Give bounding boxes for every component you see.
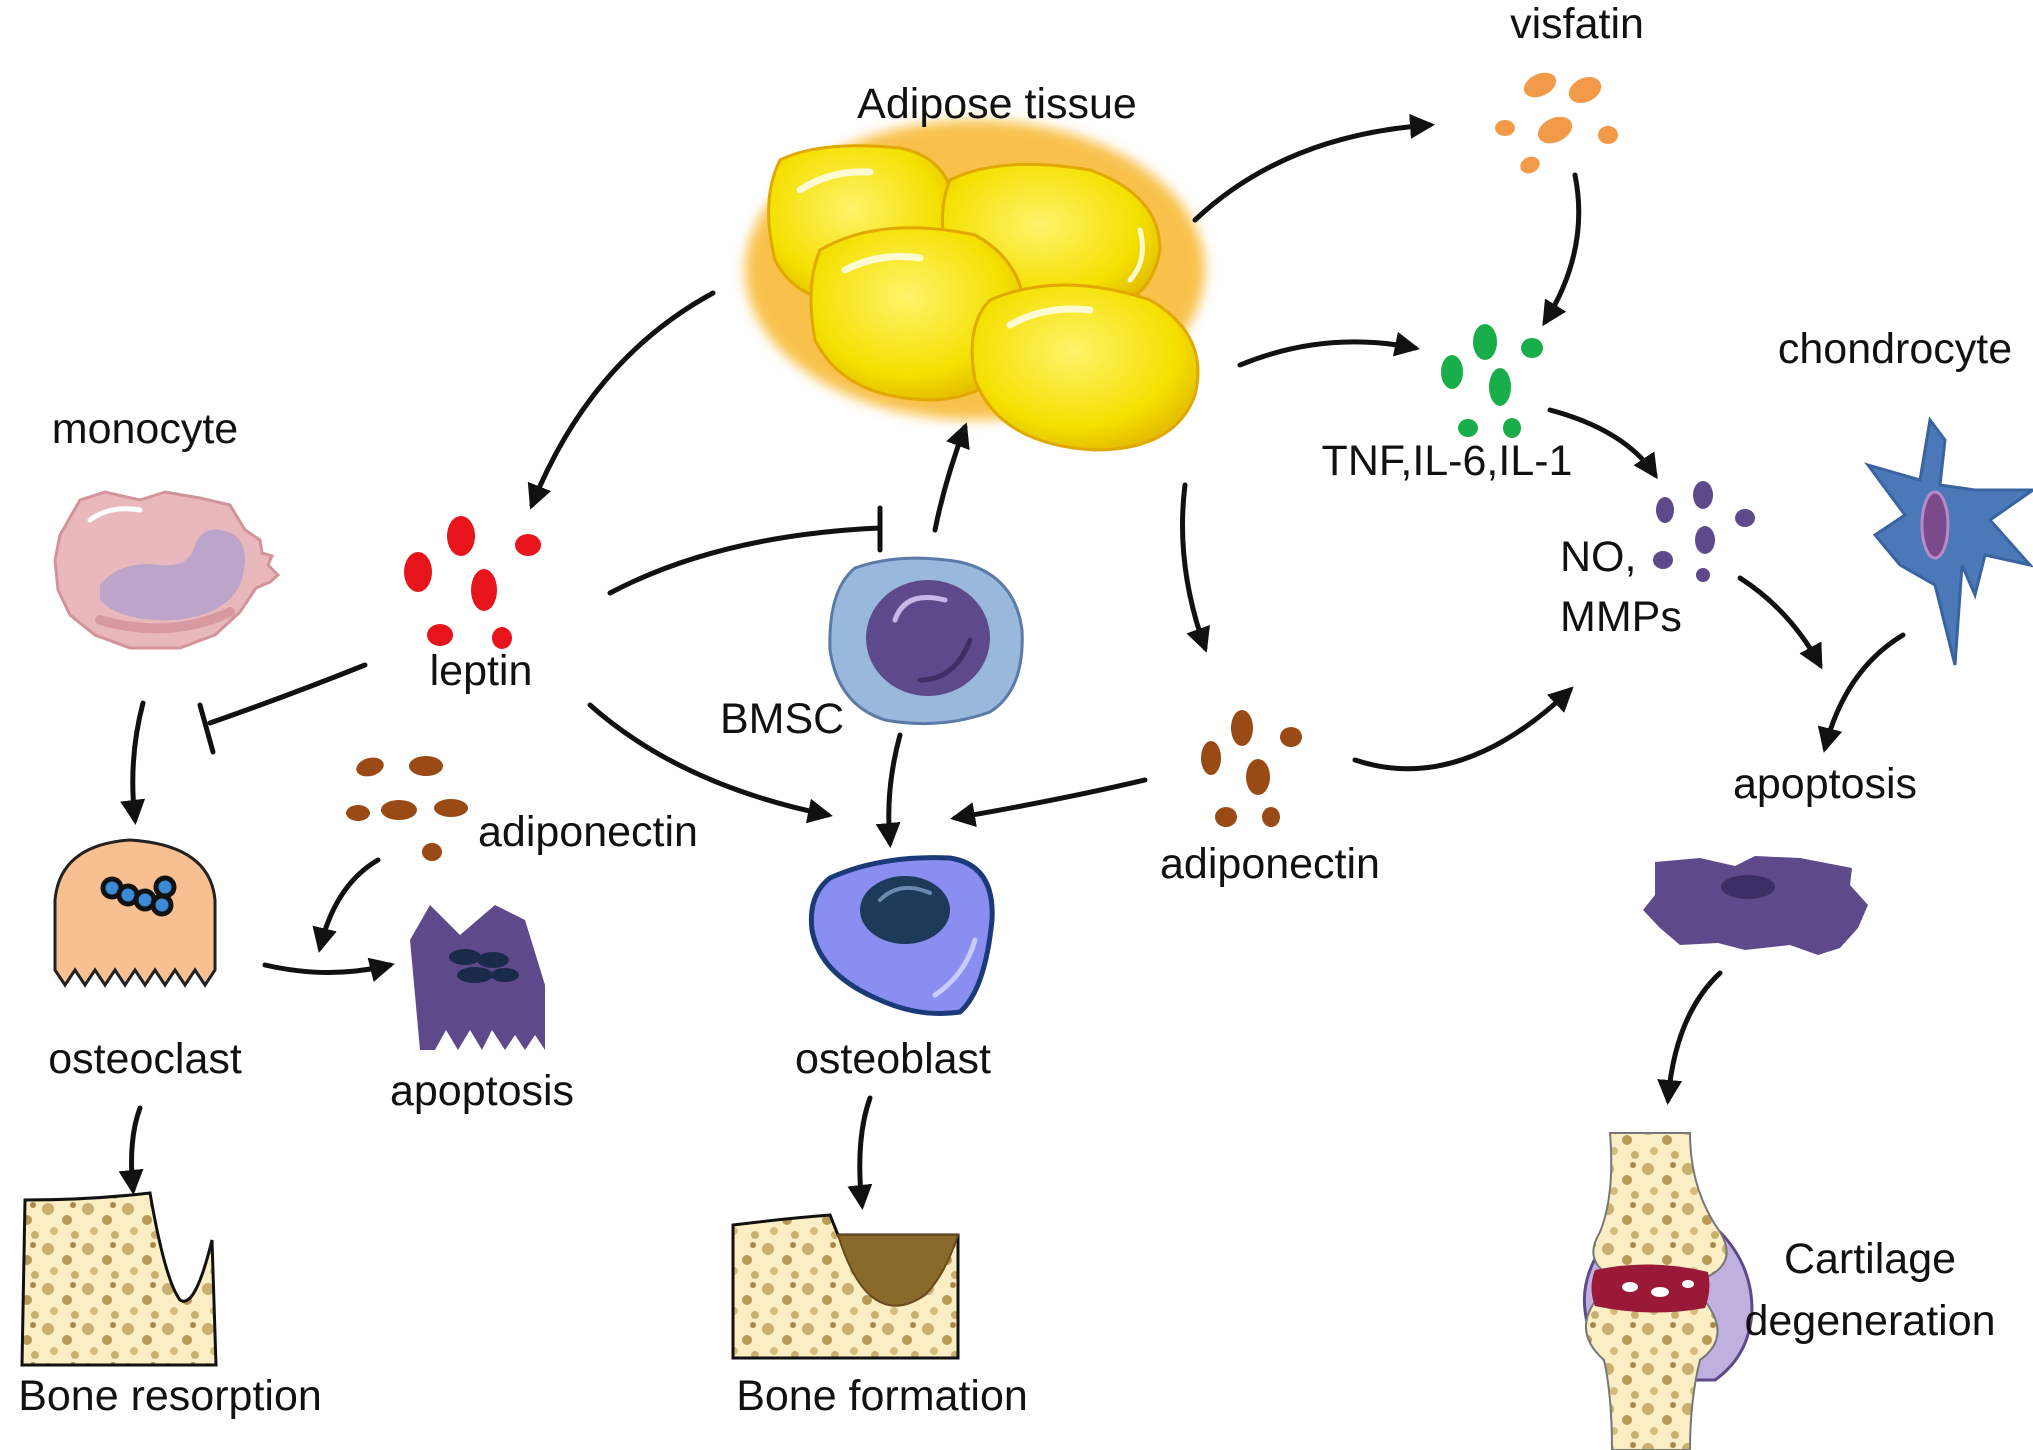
chondrocyte-icon <box>1864 416 2033 666</box>
mmps-label: MMPs <box>1560 593 1682 641</box>
cytokines-label: TNF,IL-6,IL-1 <box>1321 437 1573 485</box>
arrow-chondrocyte-to-apoptosis <box>1817 632 1906 753</box>
arrow-visfatin-to-cytokines <box>1542 172 1582 327</box>
bone-resorption-icon <box>20 1191 218 1367</box>
osteoblast-icon <box>808 855 995 1016</box>
arrow-adipose-to-leptin <box>527 290 716 510</box>
cartilage-label: Cartilage <box>1783 1235 1957 1283</box>
joint-cartilage-icon <box>1582 1132 1754 1450</box>
arrow-monocyte-to-osteoclast <box>120 700 146 825</box>
arrow-adiponectin-right-to-osteoblast <box>950 777 1148 827</box>
apoptosis-left-label: apoptosis <box>389 1067 575 1115</box>
bone-resorption-label: Bone resorption <box>18 1372 322 1420</box>
adiponectin-left-label: adiponectin <box>478 808 698 856</box>
arrow-no-mmps-to-apoptosis <box>1737 575 1823 670</box>
monocyte-icon <box>53 490 281 650</box>
inhibit-leptin-to-bmsc <box>607 525 883 596</box>
bmsc-label: BMSC <box>720 695 845 743</box>
bone-formation-label: Bone formation <box>736 1372 1028 1420</box>
leptin-label: leptin <box>429 647 533 695</box>
osteoblast-label: osteoblast <box>794 1035 992 1083</box>
no-mmps-dots-icon <box>1653 481 1755 582</box>
adipose-tissue-label: Adipose tissue <box>857 80 1137 128</box>
adiponectin-left-dots-icon <box>346 756 468 861</box>
visfatin-dots-icon <box>1495 72 1618 174</box>
apoptotic-chondrocyte-icon <box>1643 856 1868 955</box>
adiponectin-right-dots-icon <box>1201 710 1302 827</box>
arrow-adiponectin-to-no-mmps <box>1352 686 1574 772</box>
inhibit-leptin-to-osteoclastogenesis <box>207 662 368 726</box>
leptin-dots-icon <box>404 516 541 649</box>
arrow-osteoclast-to-apoptosis <box>262 957 395 982</box>
arrow-cytokines-to-no-mmps <box>1547 407 1658 480</box>
arrow-apoptotic-to-cartilage <box>1657 970 1723 1105</box>
arrow-bmsc-to-osteoblast <box>875 732 903 848</box>
cytokine-dots-icon <box>1441 324 1543 438</box>
arrow-osteoblast-to-bone-formation <box>847 1095 873 1210</box>
monocyte-label: monocyte <box>51 405 239 453</box>
arrow-adipose-to-cytokines <box>1237 331 1420 368</box>
inhibit-bar-osteoclastogenesis <box>197 702 216 755</box>
degeneration-label: degeneration <box>1744 1297 1996 1345</box>
bone-formation-icon <box>731 1213 960 1360</box>
arrow-osteoclast-to-bone-resorption <box>118 1105 144 1195</box>
chondrocyte-label: chondrocyte <box>1777 325 2013 373</box>
arrow-adipose-to-adiponectin-right <box>1180 482 1210 653</box>
adipose-tissue-icon <box>745 120 1205 452</box>
osteoclast-icon <box>53 838 217 988</box>
visfatin-label: visfatin <box>1510 0 1644 48</box>
adiponectin-right-label: adiponectin <box>1160 840 1380 888</box>
osteoclast-label: osteoclast <box>48 1035 242 1083</box>
arrow-leptin-to-osteoblast <box>587 702 833 824</box>
no-label: NO, <box>1560 533 1637 581</box>
arrow-adipose-to-visfatin <box>1192 113 1435 223</box>
apoptosis-right-label: apoptosis <box>1732 760 1918 808</box>
bmsc-icon <box>828 556 1024 726</box>
arrow-bmsc-to-adipose <box>932 422 970 533</box>
arrow-adiponectin-to-apoptosis <box>312 857 381 953</box>
apoptotic-osteoclast-icon <box>410 905 545 1050</box>
